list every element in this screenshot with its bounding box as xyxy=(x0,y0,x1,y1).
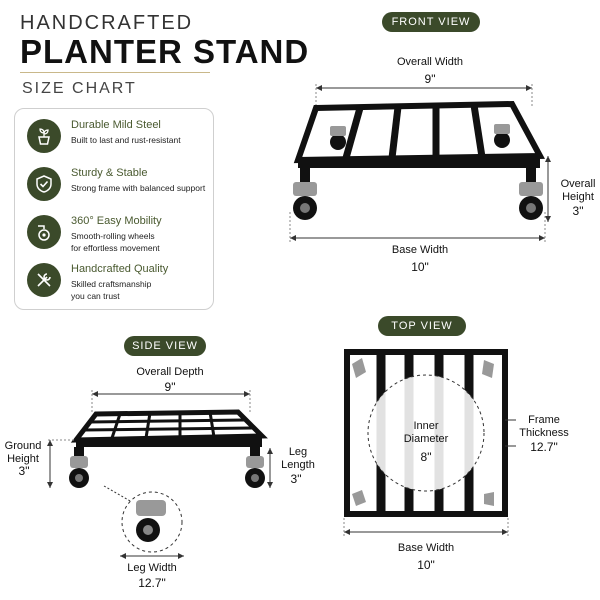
page-title: PLANTER STAND xyxy=(20,33,310,70)
overall-width-label: Overall Width xyxy=(396,56,464,68)
ground-height-value: 3" xyxy=(18,464,30,478)
plant-icon xyxy=(27,119,61,153)
side-view-label: SIDE VIEW xyxy=(124,336,206,356)
feature-title: 360° Easy Mobility xyxy=(71,215,162,227)
feature-title: Durable Mild Steel xyxy=(71,119,161,131)
front-base-width-value: 10" xyxy=(411,260,429,274)
shield-check-icon xyxy=(27,167,61,201)
ground-height-label: Ground Height xyxy=(4,440,42,465)
front-base-width-label: Base Width xyxy=(391,244,449,256)
leg-width-label: Leg Width xyxy=(127,562,177,574)
feature-description: Smooth-rolling wheels for effortless mov… xyxy=(71,231,160,253)
feature-description: Skilled craftsmanship you can trust xyxy=(71,279,152,301)
wheel-icon xyxy=(27,215,61,249)
leg-length-value: 3" xyxy=(290,472,302,486)
overall-depth-value: 9" xyxy=(164,380,176,394)
front-view-label: FRONT VIEW xyxy=(382,12,480,32)
leg-length-label: Leg Length xyxy=(281,446,315,471)
feature-title: Sturdy & Stable xyxy=(71,167,148,179)
frame-thickness-label: Frame Thickness xyxy=(519,414,569,439)
title-divider xyxy=(20,72,210,73)
top-base-width-label: Base Width xyxy=(397,542,455,554)
overall-height-value: 3" xyxy=(572,204,584,218)
leg-width-value: 12.7" xyxy=(138,576,166,590)
feature-description: Built to last and rust-resistant xyxy=(71,135,181,145)
feature-title: Handcrafted Quality xyxy=(71,263,169,275)
overall-height-label: Overall Height xyxy=(560,178,596,203)
tools-icon xyxy=(27,263,61,297)
size-chart-heading: SIZE CHART xyxy=(22,80,137,97)
top-base-width-value: 10" xyxy=(417,558,435,572)
overall-width-value: 9" xyxy=(424,72,436,86)
overall-depth-label: Overall Depth xyxy=(136,366,204,378)
top-view-label: TOP VIEW xyxy=(378,316,466,336)
inner-diameter-label: Inner Diameter xyxy=(403,420,449,445)
pre-title: HANDCRAFTED xyxy=(20,12,194,34)
feature-description: Strong frame with balanced support xyxy=(71,183,206,193)
frame-thickness-value: 12.7" xyxy=(530,440,558,454)
inner-diameter-value: 8" xyxy=(420,450,432,464)
feature-card: Durable Mild Steel Built to last and rus… xyxy=(14,108,214,310)
